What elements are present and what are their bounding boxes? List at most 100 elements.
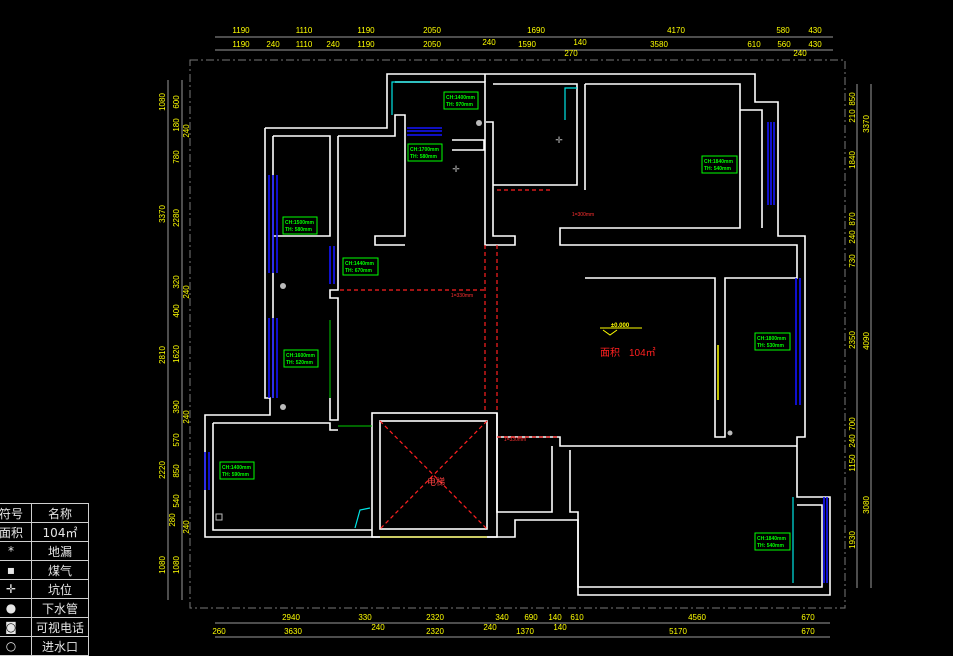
window-ch: CH:1800mm (757, 336, 786, 342)
dim-text: 1190 (357, 40, 375, 49)
dim-text: 1150 (848, 454, 857, 472)
dim-text: 430 (808, 26, 822, 35)
dim-text: 3630 (284, 627, 302, 636)
window-th: TH: 670mm (345, 268, 373, 274)
dim-text: 870 (848, 212, 857, 226)
svg-text:✛: ✛ (452, 164, 460, 174)
dim-text: 240 (483, 623, 497, 632)
window-ch: CH:1500mm (285, 220, 314, 226)
dim-text: 4170 (667, 26, 685, 35)
dim-text: 700 (848, 417, 857, 431)
dim-text: 1080 (158, 556, 167, 574)
dim-text: 140 (553, 623, 567, 632)
dim-text: 240 (793, 49, 807, 58)
span-label: 1=330mm (504, 437, 526, 443)
dim-text: 240 (266, 40, 280, 49)
dim-text: 180 (172, 118, 181, 132)
window-th: TH: 590mm (222, 472, 250, 478)
beam-lines (340, 189, 560, 530)
dim-text: 610 (747, 40, 761, 49)
dim-text: 2350 (848, 331, 857, 349)
floor-drain-icon: * (0, 541, 32, 561)
dim-text: 1190 (232, 40, 250, 49)
dim-text: 240 (182, 124, 191, 138)
dim-text: 850 (172, 464, 181, 478)
dim-text: 3370 (158, 205, 167, 223)
dim-text: 580 (776, 26, 790, 35)
dim-text: 1190 (357, 26, 375, 35)
dim-text: 340 (495, 613, 509, 622)
dim-text: 1930 (848, 531, 857, 549)
dim-text: 600 (172, 95, 181, 109)
dim-text: 400 (172, 304, 181, 318)
bottom-dimensions: 2940 330 2320 340 690 140 610 4560 670 2… (212, 613, 815, 636)
right-dimensions: 850 210 1840 870 240 730 2350 700 240 11… (848, 92, 871, 549)
walls (204, 73, 831, 596)
dim-text: 2050 (423, 26, 441, 35)
level-mark: ±0.000 (600, 323, 642, 336)
water-inlet-icon: ○ (0, 636, 32, 656)
window-ch: CH:1840mm (757, 536, 786, 542)
window-th: TH: 540mm (704, 166, 732, 172)
dim-text: 240 (182, 285, 191, 299)
dim-text: 690 (524, 613, 538, 622)
elevator-label: 电梯 (427, 476, 445, 487)
gas-icon: ▪ (0, 560, 32, 580)
dim-text: 3080 (862, 496, 871, 514)
dim-text: 280 (168, 513, 177, 527)
dim-text: 570 (172, 433, 181, 447)
dimension-lines (167, 36, 872, 638)
dim-text: 240 (182, 410, 191, 424)
dim-text: 670 (801, 627, 815, 636)
dim-text: 240 (326, 40, 340, 49)
top-dimensions: 1190 1110 1190 2050 1690 4170 580 430 11… (232, 26, 822, 58)
window-ch: CH:1700mm (410, 147, 439, 153)
area-value: 104㎡ (629, 347, 656, 359)
dim-text: 730 (848, 254, 857, 268)
dim-text: 1080 (172, 556, 181, 574)
dim-text: 270 (564, 49, 578, 58)
dim-text: 240 (371, 623, 385, 632)
legend-header: 符号 名称 (0, 503, 89, 523)
dim-text: 4090 (862, 332, 871, 350)
legend-row: ○进水口 (0, 636, 89, 656)
dim-text: 1080 (158, 93, 167, 111)
dim-text: 320 (172, 275, 181, 289)
dim-text: 540 (172, 494, 181, 508)
fixtures: ✛ ✛ (215, 81, 794, 583)
dim-text: 850 (848, 92, 857, 106)
dim-text: 1370 (516, 627, 534, 636)
dim-text: 1190 (232, 26, 250, 35)
window-th: TH: 970mm (446, 102, 474, 108)
legend-symbol: 面积 (0, 522, 32, 542)
legend-name: 进水口 (31, 636, 89, 656)
dim-text: 3370 (862, 115, 871, 133)
legend-name: 地漏 (31, 541, 89, 561)
window-th: TH: 530mm (757, 343, 785, 349)
window-th: TH: 520mm (286, 360, 314, 366)
dim-text: 430 (808, 40, 822, 49)
drawing-frame (189, 59, 846, 609)
legend-name: 下水管 (31, 598, 89, 618)
dim-text: 240 (182, 520, 191, 534)
dim-text: 2280 (172, 209, 181, 227)
legend-row: ●下水管 (0, 598, 89, 618)
window-ch: CH:1440mm (345, 261, 374, 267)
level-text: ±0.000 (611, 323, 630, 329)
window-ch: CH:1840mm (704, 159, 733, 165)
dim-text: 1690 (527, 26, 545, 35)
dim-text: 610 (570, 613, 584, 622)
legend-row: ◙可视电话 (0, 617, 89, 637)
legend-name: 可视电话 (31, 617, 89, 637)
legend-name: 煤气 (31, 560, 89, 580)
dim-text: 1110 (296, 40, 313, 49)
